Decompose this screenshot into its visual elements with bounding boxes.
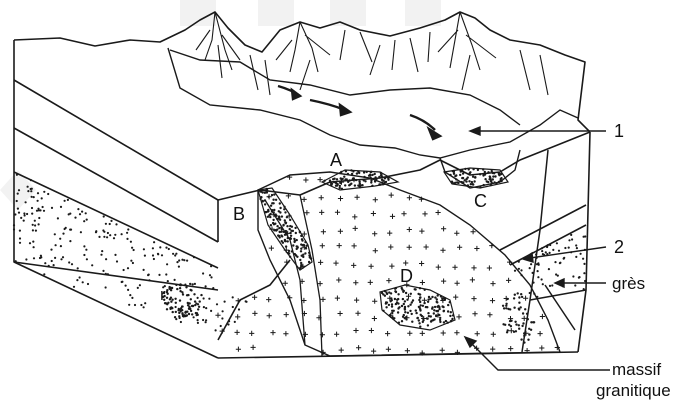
right-stratum-3 [530, 290, 586, 300]
glacier-valley [168, 48, 578, 188]
mountain-ridges [196, 12, 548, 95]
mountain-skyline [14, 12, 590, 132]
label-1: 1 [614, 121, 624, 141]
label-2: 2 [614, 237, 624, 257]
granite-cross-pattern [215, 175, 560, 356]
block-left-face [14, 40, 218, 358]
label-d: D [400, 266, 413, 286]
sandstone-dot-pattern [13, 174, 586, 332]
label-gres: grès [612, 274, 645, 293]
stratum-line-1 [14, 80, 218, 200]
granite-left-boundary [218, 260, 290, 340]
pointer-massif [470, 342, 610, 370]
label-massif: massif [612, 360, 661, 379]
label-r: r [160, 285, 166, 304]
block-right-face [578, 132, 590, 352]
right-stratum-1 [500, 205, 586, 250]
dense-zones [258, 168, 508, 330]
label-a: A [330, 150, 342, 170]
label-c: C [474, 191, 487, 211]
dyke-boundary-1 [300, 195, 322, 356]
label-granitique: granitique [596, 381, 671, 400]
label-b: B [233, 204, 245, 224]
stratum-line-3 [14, 172, 218, 268]
